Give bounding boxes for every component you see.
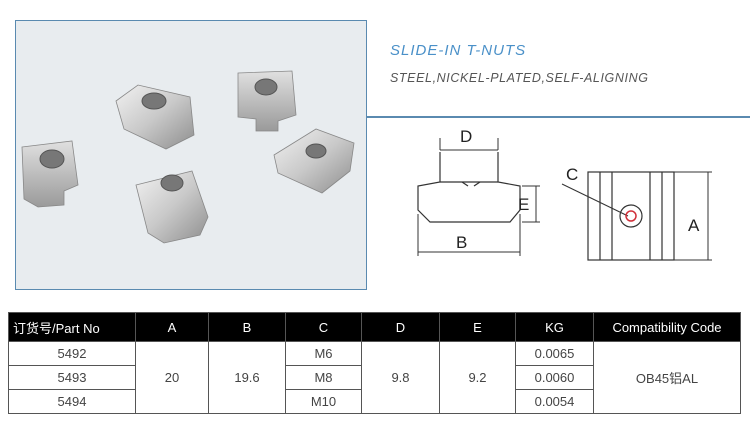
- header-compat: Compatibility Code: [593, 312, 741, 342]
- dimension-c: C: [561, 165, 637, 222]
- header-b: B: [208, 312, 286, 342]
- dimension-d-label: D: [460, 127, 472, 146]
- header-part-no: 订货号/Part No: [8, 312, 136, 342]
- technical-drawing: D E B C A: [417, 127, 712, 261]
- title-divider: [367, 116, 750, 118]
- cell-e: 9.2: [439, 341, 516, 414]
- t-nut-1: [115, 84, 195, 150]
- cell-part-no: 5493: [8, 365, 136, 390]
- header-kg: KG: [515, 312, 594, 342]
- cell-c: M6: [285, 341, 362, 366]
- header-d: D: [361, 312, 440, 342]
- dimension-b: B: [417, 214, 521, 256]
- dimension-c-label: C: [566, 165, 578, 184]
- cell-d: 9.8: [361, 341, 440, 414]
- t-nut-3: [273, 128, 355, 194]
- cell-b: 19.6: [208, 341, 286, 414]
- cell-compat: OB45铝AL: [593, 341, 741, 414]
- product-title: SLIDE-IN T-NUTS: [390, 42, 527, 59]
- title-block: SLIDE-IN T-NUTS STEEL,NICKEL-PLATED,SELF…: [390, 42, 649, 85]
- dimension-a: A: [674, 171, 712, 261]
- product-photo: [15, 20, 367, 290]
- product-subtitle: STEEL,NICKEL-PLATED,SELF-ALIGNING: [390, 71, 649, 85]
- cell-part-no: 5494: [8, 389, 136, 414]
- dimension-e: E: [518, 185, 540, 223]
- dimension-d: D: [439, 127, 499, 151]
- t-nut-2: [237, 70, 297, 132]
- t-nut-5: [135, 170, 209, 244]
- t-nut-4: [21, 140, 79, 208]
- dimension-e-label: E: [518, 195, 529, 214]
- cell-a: 20: [135, 341, 209, 414]
- table-row: 5494 M10 0.0054: [8, 389, 741, 414]
- header-c: C: [285, 312, 362, 342]
- t-nut-top-view-drawing: [587, 171, 675, 261]
- table-row: 5492 20 19.6 M6 9.8 9.2 0.0065 OB45铝AL: [8, 341, 741, 414]
- cell-kg: 0.0065: [515, 341, 594, 366]
- dimension-a-label: A: [688, 216, 700, 235]
- cell-c: M10: [285, 389, 362, 414]
- spec-table: 订货号/Part No A B C D E KG Compatibility C…: [8, 312, 741, 414]
- t-nuts-illustration: [21, 70, 355, 244]
- cell-c: M8: [285, 365, 362, 390]
- t-nut-profile-drawing: [417, 152, 521, 223]
- table-row: 5493 M8 0.0060: [8, 365, 741, 390]
- header-e: E: [439, 312, 516, 342]
- header-a: A: [135, 312, 209, 342]
- cell-part-no: 5492: [8, 341, 136, 366]
- dimension-b-label: B: [456, 233, 467, 252]
- cell-kg: 0.0054: [515, 389, 594, 414]
- cell-kg: 0.0060: [515, 365, 594, 390]
- table-header-row: 订货号/Part No A B C D E KG Compatibility C…: [8, 312, 741, 342]
